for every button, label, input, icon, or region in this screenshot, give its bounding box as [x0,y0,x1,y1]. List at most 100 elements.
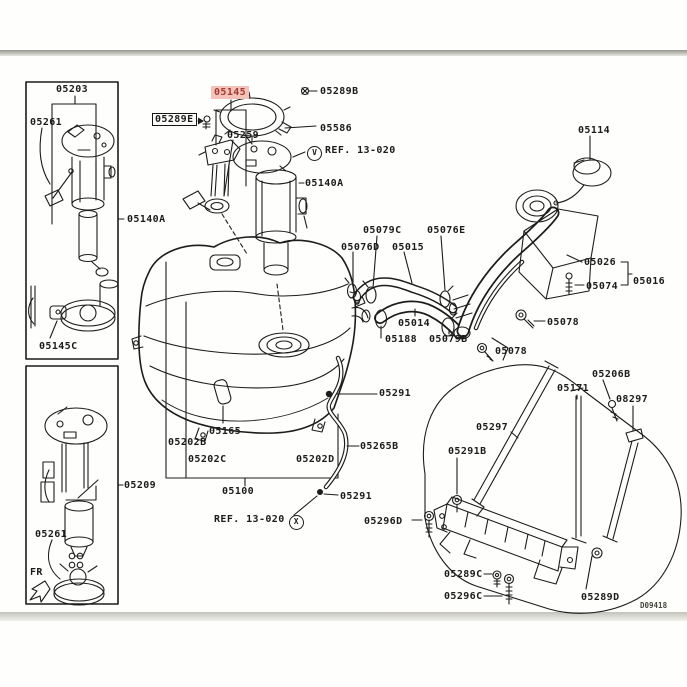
part-label-text: 05291B [448,446,487,457]
part-label-05261: 05261 [35,529,67,540]
part-label-text: 05079C [363,225,402,236]
part-label-text: 05265B [360,441,399,452]
page-bottom-divider [0,612,687,621]
page-top-divider [0,50,687,56]
part-label-05165: 05165 [209,426,241,437]
part-label-text: 05076D [341,242,380,253]
part-label-05297: 05297 [476,422,508,433]
part-label-05145c: 05145C [39,341,78,352]
part-label-text: 05076E [427,225,466,236]
inset-box-top [26,82,124,359]
part-label-text: 05026 [584,257,617,268]
part-label-text: 05261 [35,529,68,540]
part-label-05202d: 05202D [296,454,335,465]
ref-marker-x-icon: X [288,515,304,530]
part-label-text: 05291 [379,388,412,399]
part-label-05015: 05015 [392,242,424,253]
part-label-text: 05259 [227,130,260,141]
fr-arrow-icon [30,581,50,602]
part-label-05114: 05114 [578,125,610,136]
part-label-text: REF. 13-020 [325,145,396,156]
part-label-05078: 05078 [547,317,579,328]
part-label-text: 05014 [398,318,431,329]
filler-pipe-drawing [453,136,632,360]
part-label-05076e: 05076E [427,225,466,236]
part-label-05076d: 05076D [341,242,380,253]
part-label-05140a: 05140A [305,178,344,189]
ref-marker-v-icon: V [307,146,322,161]
part-label-text: 05203 [56,84,89,95]
part-label-text: 05296C [444,591,483,602]
part-label-text: 05202B [168,437,207,448]
part-label-text: 05209 [124,480,157,491]
part-label-05188: 05188 [385,334,417,345]
part-label-05265b: 05265B [360,441,399,452]
part-label-05171: 05171 [557,383,589,394]
part-label-05289e: 05289E [152,113,197,126]
part-label-text: 05261 [30,117,63,128]
part-label-05291b: 05291B [448,446,487,457]
part-label-text: 05296D [364,516,403,527]
part-label-05016: 05016 [633,276,665,287]
part-label-text: FR [30,567,43,578]
part-label-text: 05140A [127,214,166,225]
part-label-05079c: 05079C [363,225,402,236]
part-label-05291: 05291 [379,388,411,399]
part-label-text: 05079B [429,334,468,345]
part-label-text: 05586 [320,123,353,134]
part-label-text: 05297 [476,422,509,433]
part-label-text: REF. 13-020 [214,514,285,525]
part-label-text: 05289D [581,592,620,603]
part-label-text: 05171 [557,383,590,394]
fuel-tank-drawing [132,237,377,486]
part-label-05209: 05209 [124,480,156,491]
part-label-05289c: 05289C [444,569,483,580]
part-label-05078: 05078 [495,346,527,357]
part-label-05014: 05014 [398,318,430,329]
part-label-05202c: 05202C [188,454,227,465]
hose-drawing [345,236,493,361]
part-label-05074: 05074 [586,281,618,292]
part-label-text: 05289C [444,569,483,580]
part-label-fr: FR [30,567,43,578]
part-label-text: 05074 [586,281,619,292]
part-label-05140a: 05140A [127,214,166,225]
part-label-text: 05202C [188,454,227,465]
part-label-d09418: D09418 [640,600,667,611]
part-label-05296c: 05296C [444,591,483,602]
part-label-05296d: 05296D [364,516,403,527]
inset-box-bottom [26,366,123,605]
part-label-05261: 05261 [30,117,62,128]
rear-crossmember-drawing [423,361,681,613]
part-label-05586: 05586 [320,123,352,134]
part-label-text: 05289E [155,114,194,125]
fuel-pump-module-drawing [214,88,317,331]
part-label-05202b: 05202B [168,437,207,448]
part-label-text: 05145C [39,341,78,352]
part-label-text: 05078 [495,346,528,357]
part-label-text: 05291 [340,491,373,502]
part-label-text: 05100 [222,486,255,497]
part-label-05206b: 05206B [592,369,631,380]
part-label-text: 05145 [214,87,247,98]
part-label-05289b: 05289B [320,86,359,97]
part-label-text: 05078 [547,317,580,328]
part-label-05291: 05291 [340,491,372,502]
part-label-text: 05202D [296,454,335,465]
part-label-text: 05289B [320,86,359,97]
part-label-text: 05114 [578,125,611,136]
part-label-text: D09418 [640,601,668,610]
part-label-05100: 05100 [222,486,254,497]
part-label-text: 05140A [305,178,344,189]
part-label-05079b: 05079B [429,334,468,345]
breather-hose-drawing [294,358,359,515]
part-label-text: 08297 [616,394,649,405]
part-label-text: 05165 [209,426,242,437]
part-label-text: 05206B [592,369,631,380]
fasteners-drawing [412,512,514,605]
part-label-05145[interactable]: 05145 [211,86,250,99]
part-label-text: 05015 [392,242,425,253]
